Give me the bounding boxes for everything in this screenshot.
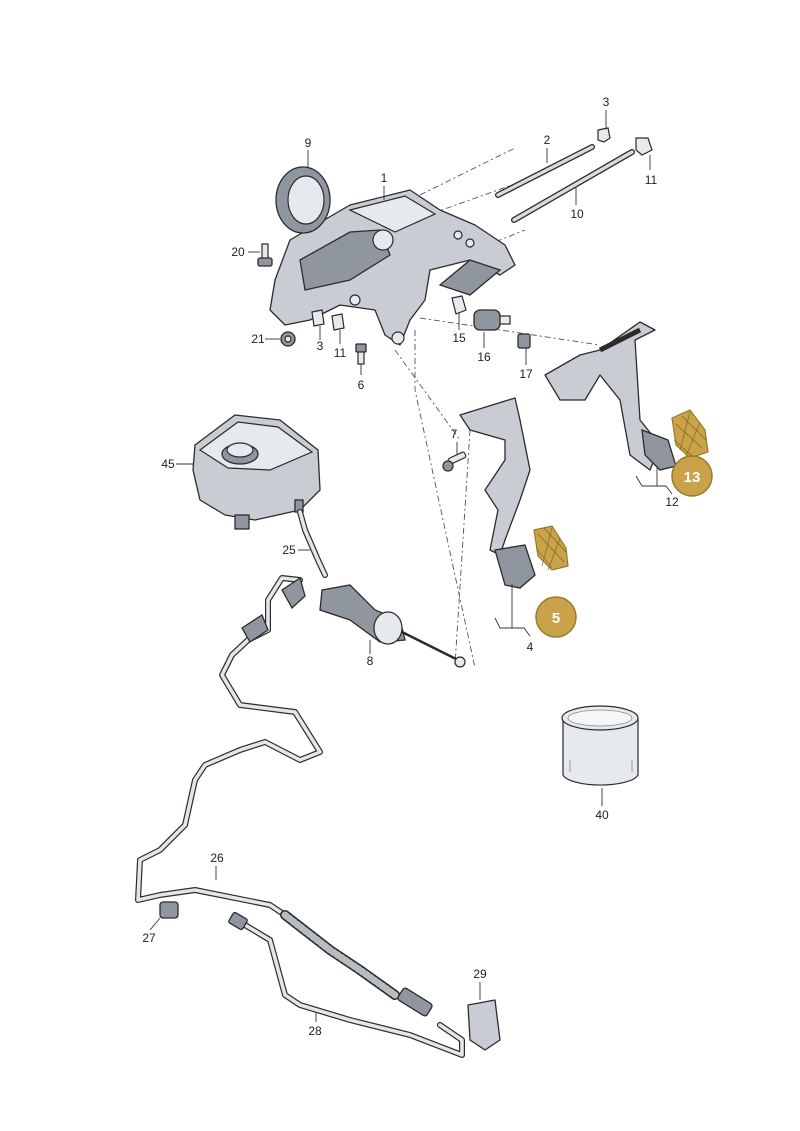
clip-part-3-top	[597, 127, 611, 143]
label-26: 26	[210, 851, 224, 865]
label-6: 6	[358, 378, 365, 392]
label-3-top: 3	[603, 95, 610, 109]
clip-part-11-top	[635, 137, 653, 156]
label-10: 10	[570, 207, 584, 221]
bolt-part-6	[355, 343, 367, 365]
hose-part-25	[297, 509, 328, 578]
master-cylinder-part-8	[319, 584, 466, 668]
ring-part-9	[275, 166, 331, 234]
badge-5[interactable]: 5	[535, 596, 577, 638]
pipe-line-26	[135, 575, 323, 918]
label-15: 15	[452, 331, 466, 345]
pin-part-7	[442, 451, 467, 472]
label-25: 25	[282, 543, 296, 557]
label-7: 7	[451, 427, 458, 441]
switch-part-17	[517, 333, 531, 349]
label-8: 8	[367, 654, 374, 668]
label-16: 16	[477, 350, 491, 364]
clips-part-3-11-lower	[311, 309, 345, 331]
label-9: 9	[305, 136, 312, 150]
label-28: 28	[308, 1024, 322, 1038]
label-29: 29	[473, 967, 487, 981]
clip-part-15	[451, 295, 467, 315]
sleeve-part-40	[561, 705, 639, 786]
label-27: 27	[142, 931, 156, 945]
label-21: 21	[251, 332, 265, 346]
reservoir-part-45	[192, 414, 321, 530]
spring-part-16	[473, 309, 511, 331]
clip-part-27	[159, 901, 179, 919]
label-4: 4	[527, 640, 534, 654]
label-45: 45	[161, 457, 175, 471]
flex-hose	[280, 910, 400, 1000]
pedal-part-12	[544, 321, 677, 471]
label-12: 12	[665, 495, 679, 509]
rod-part-10	[511, 149, 635, 223]
bracket-part-29	[467, 999, 501, 1051]
label-17: 17	[519, 367, 533, 381]
pipe-part-28	[228, 911, 465, 1058]
label-3-lower: 3	[317, 339, 324, 353]
label-11-lower: 11	[334, 346, 347, 360]
badge-5-text: 5	[552, 610, 560, 627]
label-1: 1	[381, 171, 388, 185]
pad-highlight-5	[533, 525, 569, 571]
badge-13[interactable]: 13	[671, 455, 713, 497]
rod-part-2	[495, 144, 595, 198]
screw-part-20	[257, 243, 273, 267]
pedal-bracket-part-1	[269, 189, 516, 346]
badge-13-text: 13	[684, 469, 701, 486]
label-2: 2	[544, 133, 551, 147]
label-20: 20	[231, 245, 245, 259]
leader-lines	[149, 110, 673, 1022]
pedal-part-4	[459, 397, 536, 589]
nut-part-21	[280, 331, 296, 347]
pad-highlight-13	[671, 409, 709, 459]
callout-labels: 1 2 3 3 4 6 7 8 9 10 11 11 12 15 16 17 2…	[142, 95, 679, 1038]
label-40: 40	[595, 808, 609, 822]
label-11-top: 11	[645, 173, 658, 187]
